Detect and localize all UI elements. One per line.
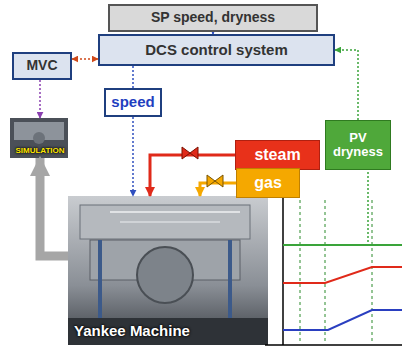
machine-photo <box>68 196 268 345</box>
machine-photo-box: Yankee Machine <box>68 196 268 345</box>
steam-valve <box>182 147 198 159</box>
controller-box: MVC <box>12 52 72 80</box>
measurement-box: PV dryness <box>325 120 391 170</box>
simulation-photo <box>10 118 68 158</box>
machine-hood <box>80 205 250 239</box>
gas-valve <box>207 175 223 187</box>
speed-box: speed <box>104 88 162 117</box>
valve-half <box>182 147 190 159</box>
pipe <box>120 221 220 223</box>
valve-half <box>190 147 198 159</box>
connector <box>72 58 98 60</box>
connector <box>335 50 358 120</box>
connector <box>200 183 236 196</box>
yankee-cylinder <box>137 247 193 303</box>
valve-half <box>207 175 215 187</box>
steam-box: steam <box>235 140 320 170</box>
photo-floor <box>68 318 268 345</box>
connector <box>150 155 235 196</box>
dryness-trend <box>283 244 402 246</box>
node-label: DCS control system <box>145 42 288 59</box>
frame-post <box>228 240 232 318</box>
connector <box>132 117 134 196</box>
node-label: MVC <box>26 58 57 73</box>
chart-marker <box>325 200 326 344</box>
valve-half <box>215 175 223 187</box>
node-label: gas <box>254 174 282 192</box>
speed-trend <box>283 310 402 330</box>
node-label: Yankee Machine <box>74 323 190 340</box>
chart-axis <box>265 344 402 346</box>
pipe <box>110 211 240 213</box>
connector <box>39 80 41 118</box>
connector <box>132 66 134 88</box>
simulation-cylinder <box>33 132 45 144</box>
node-label: SP speed, dryness <box>151 10 275 25</box>
pv-feed-line <box>367 172 369 244</box>
steam-trend <box>283 267 402 283</box>
chart-axis <box>282 185 284 345</box>
node-label: PV dryness <box>329 131 387 160</box>
simulation-photo-box: SIMULATION <box>10 118 70 158</box>
node-label: SIMULATION <box>15 147 64 156</box>
chart-marker <box>300 200 301 344</box>
chart-marker <box>372 200 373 344</box>
connector <box>40 158 68 256</box>
control-system-box: DCS control system <box>98 34 335 66</box>
setpoint-box: SP speed, dryness <box>108 4 318 32</box>
frame-post <box>98 240 102 318</box>
node-label: speed <box>111 94 154 111</box>
node-label: steam <box>254 146 300 164</box>
gas-box: gas <box>236 168 300 198</box>
